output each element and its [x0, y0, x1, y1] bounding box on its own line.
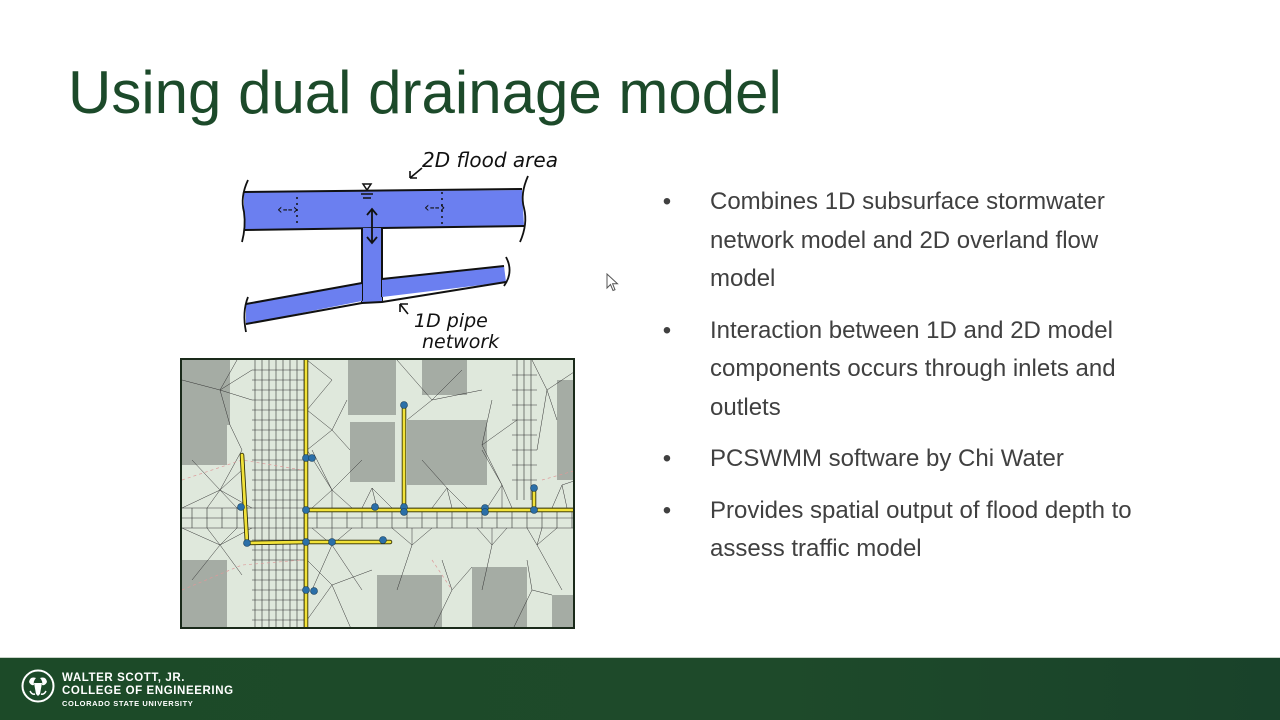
bullet-text: PCSWMM software by Chi Water [710, 445, 1064, 472]
svg-text:network: network [422, 331, 500, 353]
bullet-item: • Interaction between 1D and 2D model com… [660, 312, 1140, 428]
bullet-item: • Provides spatial output of flood depth … [660, 492, 1140, 569]
svg-text:‹--›: ‹--› [424, 200, 445, 216]
bullet-text: Provides spatial output of flood depth t… [710, 496, 1132, 563]
bullet-icon: • [662, 496, 672, 524]
college-name: WALTER SCOTT, JR. COLLEGE OF ENGINEERING… [62, 672, 234, 708]
bullet-item: • PCSWMM software by Chi Water [660, 440, 1140, 479]
pcswmm-mesh-map [180, 358, 575, 629]
svg-text:1D pipe: 1D pipe [414, 310, 488, 332]
footer-banner: WALTER SCOTT, JR. COLLEGE OF ENGINEERING… [0, 657, 1280, 720]
ram-logo-icon [21, 669, 55, 703]
bullet-item: • Combines 1D subsurface stormwater netwo… [660, 183, 1140, 299]
bullet-list: • Combines 1D subsurface stormwater netwo… [660, 183, 1140, 582]
bullet-icon: • [662, 188, 672, 215]
svg-text:‹--›: ‹--› [277, 202, 298, 218]
label-2d-flood-area: 2D flood area [422, 148, 558, 172]
dual-drainage-sketch: ‹--› ‹--› 2D flood area 1D pipe network [241, 148, 558, 353]
mouse-pointer-icon [606, 273, 619, 292]
bullet-text: Combines 1D subsurface stormwater networ… [710, 188, 1105, 292]
slide-title: Using dual drainage model [68, 59, 782, 126]
bullet-text: Interaction between 1D and 2D model comp… [710, 316, 1116, 421]
bullet-icon: • [662, 445, 672, 472]
bullet-icon: • [662, 316, 672, 344]
